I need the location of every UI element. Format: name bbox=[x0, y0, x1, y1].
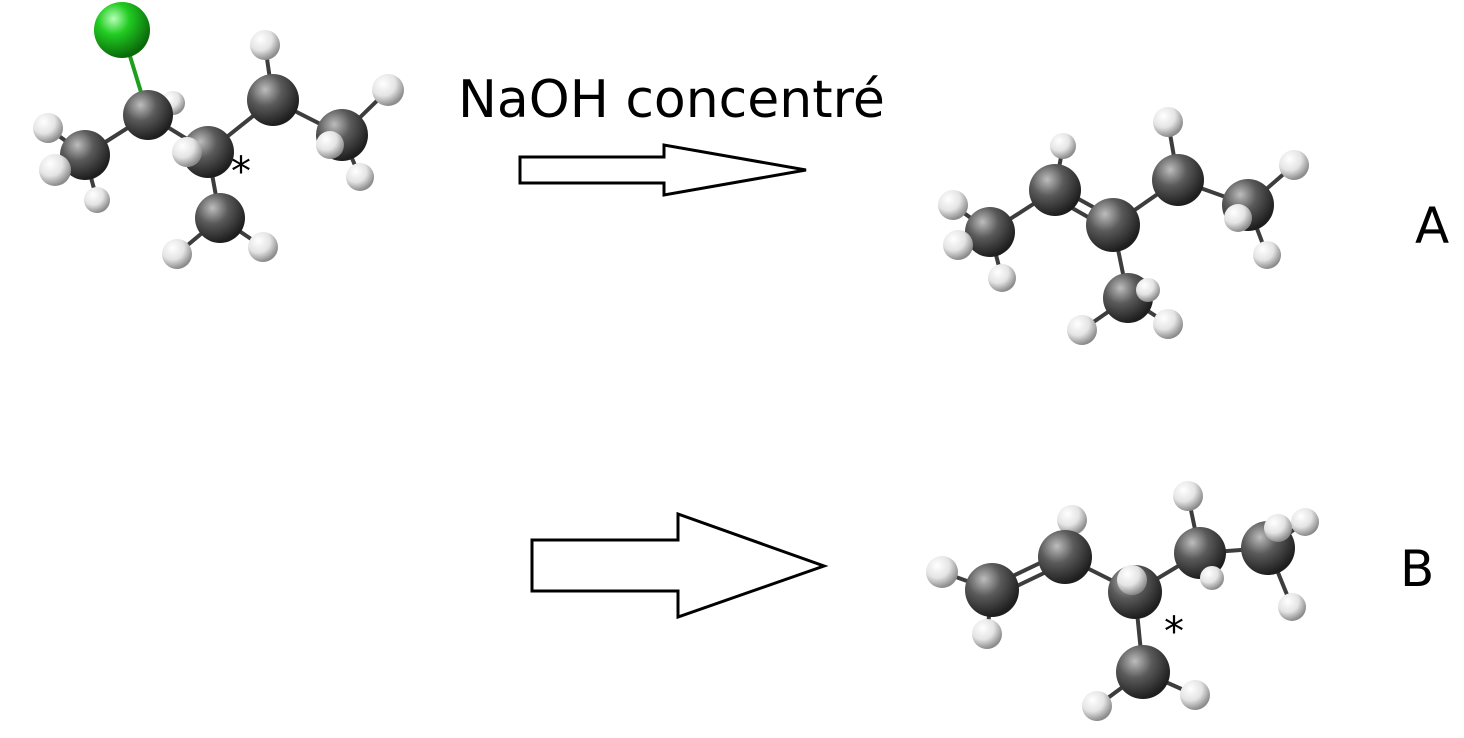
hydrogen-atom bbox=[1278, 593, 1306, 621]
hydrogen-atom bbox=[926, 556, 958, 588]
hydrogen-atom bbox=[1180, 680, 1210, 710]
reaction-arrow-a bbox=[518, 143, 807, 197]
hydrogen-atom bbox=[172, 137, 202, 167]
hydrogen-atom bbox=[372, 74, 404, 106]
stereocenter-marker: * bbox=[1164, 609, 1184, 655]
hydrogen-atom bbox=[938, 190, 968, 220]
hydrogen-atom bbox=[1136, 278, 1160, 302]
product-a-atoms bbox=[938, 107, 1309, 345]
carbon-atom bbox=[965, 207, 1015, 257]
chlorine-atom bbox=[94, 2, 150, 58]
product-a-molecule bbox=[938, 107, 1309, 345]
product-b-molecule: * bbox=[926, 481, 1319, 721]
stereocenter-marker: * bbox=[231, 149, 251, 195]
hydrogen-atom bbox=[33, 113, 63, 143]
hydrogen-atom bbox=[39, 154, 71, 186]
hydrogen-atom bbox=[1057, 505, 1087, 535]
carbon-atom bbox=[1029, 164, 1081, 216]
carbon-atom bbox=[182, 126, 234, 178]
carbon-atom bbox=[1152, 154, 1204, 206]
reactant-atoms bbox=[33, 2, 404, 269]
hydrogen-atom bbox=[943, 230, 973, 260]
carbon-atom bbox=[247, 74, 299, 126]
hydrogen-atom bbox=[1153, 309, 1183, 339]
carbon-atom bbox=[1116, 645, 1170, 699]
reaction-arrow-b bbox=[530, 511, 829, 620]
hydrogen-atom bbox=[1153, 107, 1183, 137]
carbon-atom bbox=[965, 563, 1019, 617]
hydrogen-atom bbox=[1279, 150, 1309, 180]
carbon-atom bbox=[123, 90, 173, 140]
hydrogen-atom bbox=[1082, 691, 1112, 721]
carbon-atom bbox=[60, 130, 110, 180]
hydrogen-atom bbox=[1200, 566, 1224, 590]
hydrogen-atom bbox=[84, 187, 110, 213]
reagent-label: NaOH concentré bbox=[458, 70, 885, 130]
hydrogen-atom bbox=[1291, 508, 1319, 536]
hydrogen-atom bbox=[1253, 241, 1281, 269]
hydrogen-atom bbox=[1224, 204, 1252, 232]
hydrogen-atom bbox=[1173, 481, 1203, 511]
carbon-atom bbox=[195, 193, 245, 243]
hydrogen-atom bbox=[988, 264, 1016, 292]
reactant-molecule: * bbox=[33, 2, 404, 269]
hydrogen-atom bbox=[1117, 565, 1147, 595]
product-label-b: B bbox=[1400, 540, 1434, 598]
hydrogen-atom bbox=[248, 232, 278, 262]
hydrogen-atom bbox=[250, 30, 280, 60]
hydrogen-atom bbox=[162, 239, 192, 269]
product-label-a: A bbox=[1415, 197, 1449, 255]
hydrogen-atom bbox=[316, 131, 344, 159]
hydrogen-atom bbox=[1067, 315, 1097, 345]
hydrogen-atom bbox=[1264, 514, 1292, 542]
hydrogen-atom bbox=[972, 619, 1002, 649]
carbon-atom bbox=[1038, 530, 1092, 584]
hydrogen-atom bbox=[346, 163, 374, 191]
carbon-atom bbox=[1174, 527, 1226, 579]
product-b-atoms bbox=[926, 481, 1319, 721]
hydrogen-atom bbox=[1050, 133, 1076, 159]
carbon-atom bbox=[1086, 198, 1140, 252]
